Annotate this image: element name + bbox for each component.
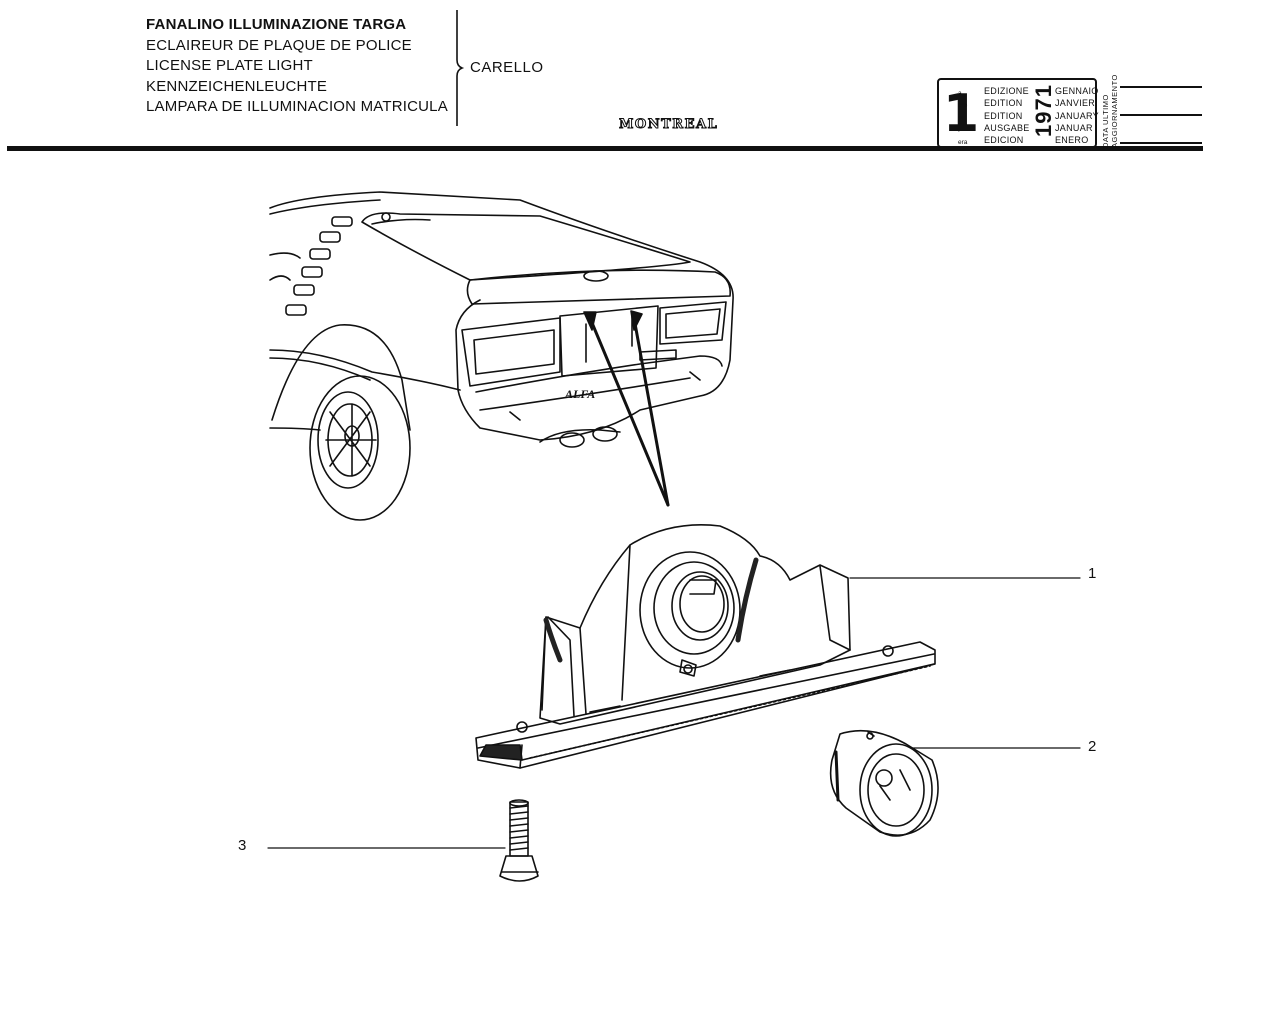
update-entry-line <box>1120 142 1202 144</box>
edition-box: 1 a ere st . era EDIZIONE EDITION EDITIO… <box>937 78 1099 149</box>
edition-month: GENNAIO <box>1055 86 1099 96</box>
header-rule <box>7 146 1203 151</box>
edition-suffix: st <box>958 114 964 122</box>
edition-suffix: ere <box>958 102 968 110</box>
edition-word: EDITION <box>984 110 1023 121</box>
edition-number: 1 <box>943 84 980 144</box>
callout-3: 3 <box>238 837 247 854</box>
title-english: LICENSE PLATE LIGHT <box>146 57 313 74</box>
edition-suffix: era <box>958 139 968 147</box>
edition-word: EDICION <box>984 135 1024 146</box>
edition-suffix: . <box>958 126 960 134</box>
edition-suffixes: a ere st . era <box>958 88 967 149</box>
edition-month: JANVIER <box>1055 98 1096 109</box>
lamp-housing-illustration <box>475 524 936 769</box>
edition-suffix: a <box>958 90 962 97</box>
update-entry-line <box>1120 114 1202 116</box>
callout-2: 2 <box>1088 738 1097 755</box>
edition-word: EDITION <box>984 98 1023 109</box>
edition-word: EDIZIONE <box>984 86 1029 96</box>
edition-month: ENERO <box>1055 135 1089 146</box>
edition-month: JANUAR <box>1055 122 1093 133</box>
title-block: FANALINO ILLUMINAZIONE TARGA ECLAIREUR D… <box>146 15 448 118</box>
edition-months: GENNAIO JANVIER JANUARY JANUAR ENERO <box>1055 85 1099 146</box>
brace-icon <box>456 10 465 126</box>
manufacturer: CARELLO <box>470 59 544 76</box>
update-entry-line <box>1120 86 1202 88</box>
title-german: KENNZEICHENLEUCHTE <box>146 77 328 95</box>
edition-month: JANUARY <box>1055 110 1099 121</box>
title-spanish: LAMPARA DE ILLUMINACION MATRICULA <box>146 98 448 115</box>
screw-illustration <box>499 799 539 882</box>
edition-word: AUSGABE <box>984 122 1030 133</box>
callout-1: 1 <box>1088 565 1097 582</box>
model-logo: MONTREAL <box>618 117 719 133</box>
car-rear-illustration: ALFA <box>269 191 734 521</box>
title-italian: FANALINO ILLUMINAZIONE TARGA <box>146 16 407 33</box>
edition-words: EDIZIONE EDITION EDITION AUSGABE EDICION <box>984 85 1030 146</box>
svg-text:ALFA: ALFA <box>564 387 595 401</box>
bulb-illustration <box>829 729 939 837</box>
title-french: ECLAIREUR DE PLAQUE DE POLICE <box>146 36 412 54</box>
